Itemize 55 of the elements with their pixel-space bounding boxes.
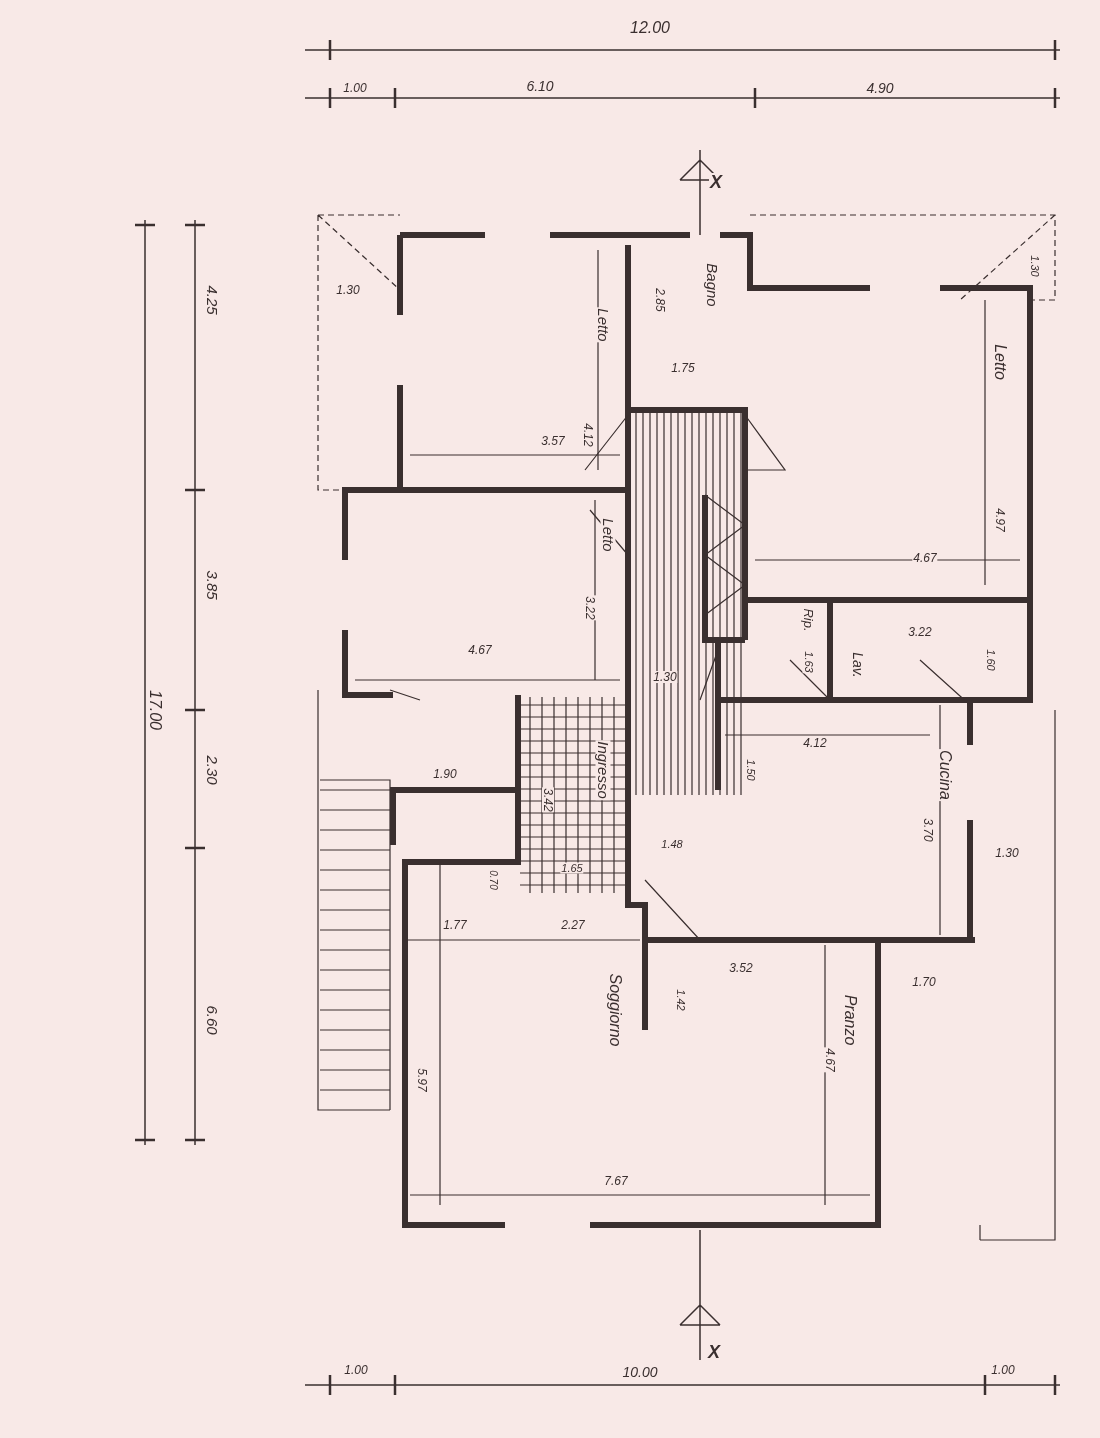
dimension-value: 3.70	[922, 817, 934, 843]
dimension-value: 4.97	[994, 507, 1006, 533]
room-name: Cucina	[937, 749, 953, 801]
dimension-value: 4.67	[912, 552, 938, 564]
section-letter: X	[709, 173, 723, 191]
dimension-value: 1.63	[802, 650, 814, 674]
dimension-value: 1.30	[652, 671, 678, 683]
dimension-value: 7.67	[603, 1175, 629, 1187]
dimension-value: 1.00	[342, 82, 368, 94]
room-name: Rip.	[801, 607, 815, 633]
dimension-value: 4.90	[865, 81, 895, 95]
dimension-value: 2.27	[560, 919, 586, 931]
dimension-value: 1.77	[442, 919, 468, 931]
dimension-value: 3.57	[540, 435, 566, 447]
dimension-value: 3.22	[907, 626, 933, 638]
dimension-value: 1.30	[994, 847, 1020, 859]
dimension-value: 1.00	[990, 1364, 1016, 1376]
room-name: Ingresso	[595, 740, 611, 800]
dimension-value: 4.67	[467, 644, 493, 656]
room-name: Letto	[600, 517, 616, 553]
dimension-value: 1.48	[660, 838, 684, 850]
section-letter: X	[707, 1343, 721, 1361]
dimension-value: 10.00	[621, 1365, 659, 1379]
dimension-value: 1.30	[1028, 254, 1040, 278]
dimension-value: 3.22	[584, 595, 596, 621]
room-name: Lav.	[851, 651, 865, 679]
dimension-value: 1.65	[560, 862, 584, 874]
dimension-value: 1.50	[744, 758, 756, 782]
dimension-value: 2.85	[654, 287, 666, 313]
room-name: Bagno	[704, 262, 720, 308]
dimension-value: 4.67	[824, 1047, 836, 1073]
dimension-value: 0.70	[488, 869, 498, 891]
dimension-value: 1.60	[984, 648, 996, 672]
dimension-value: 3.85	[204, 569, 220, 601]
dimension-value: 6.60	[204, 1004, 220, 1036]
dimension-value: 12.00	[629, 20, 671, 36]
dimension-value: 6.10	[525, 79, 555, 93]
dimension-value: 4.25	[204, 284, 220, 316]
room-name: Soggiorno	[607, 972, 623, 1048]
room-name: Letto	[992, 343, 1008, 381]
dimension-value: 1.90	[432, 768, 458, 780]
dimension-value: 1.75	[670, 362, 696, 374]
dimension-value: 4.12	[582, 422, 594, 448]
dimension-value: 17.00	[147, 689, 163, 731]
dimension-value: 5.97	[416, 1067, 428, 1093]
room-name: Letto	[595, 307, 611, 343]
dimension-value: 1.70	[911, 976, 937, 988]
dimension-value: 1.42	[674, 988, 686, 1012]
dimension-value: 2.30	[204, 754, 220, 786]
dimension-value: 1.00	[343, 1364, 369, 1376]
dimension-value: 1.30	[335, 284, 361, 296]
room-name: Pranzo	[842, 993, 858, 1047]
dimension-value: 4.12	[802, 737, 828, 749]
dimension-value: 3.52	[728, 962, 754, 974]
dimension-value: 3.42	[542, 787, 554, 813]
